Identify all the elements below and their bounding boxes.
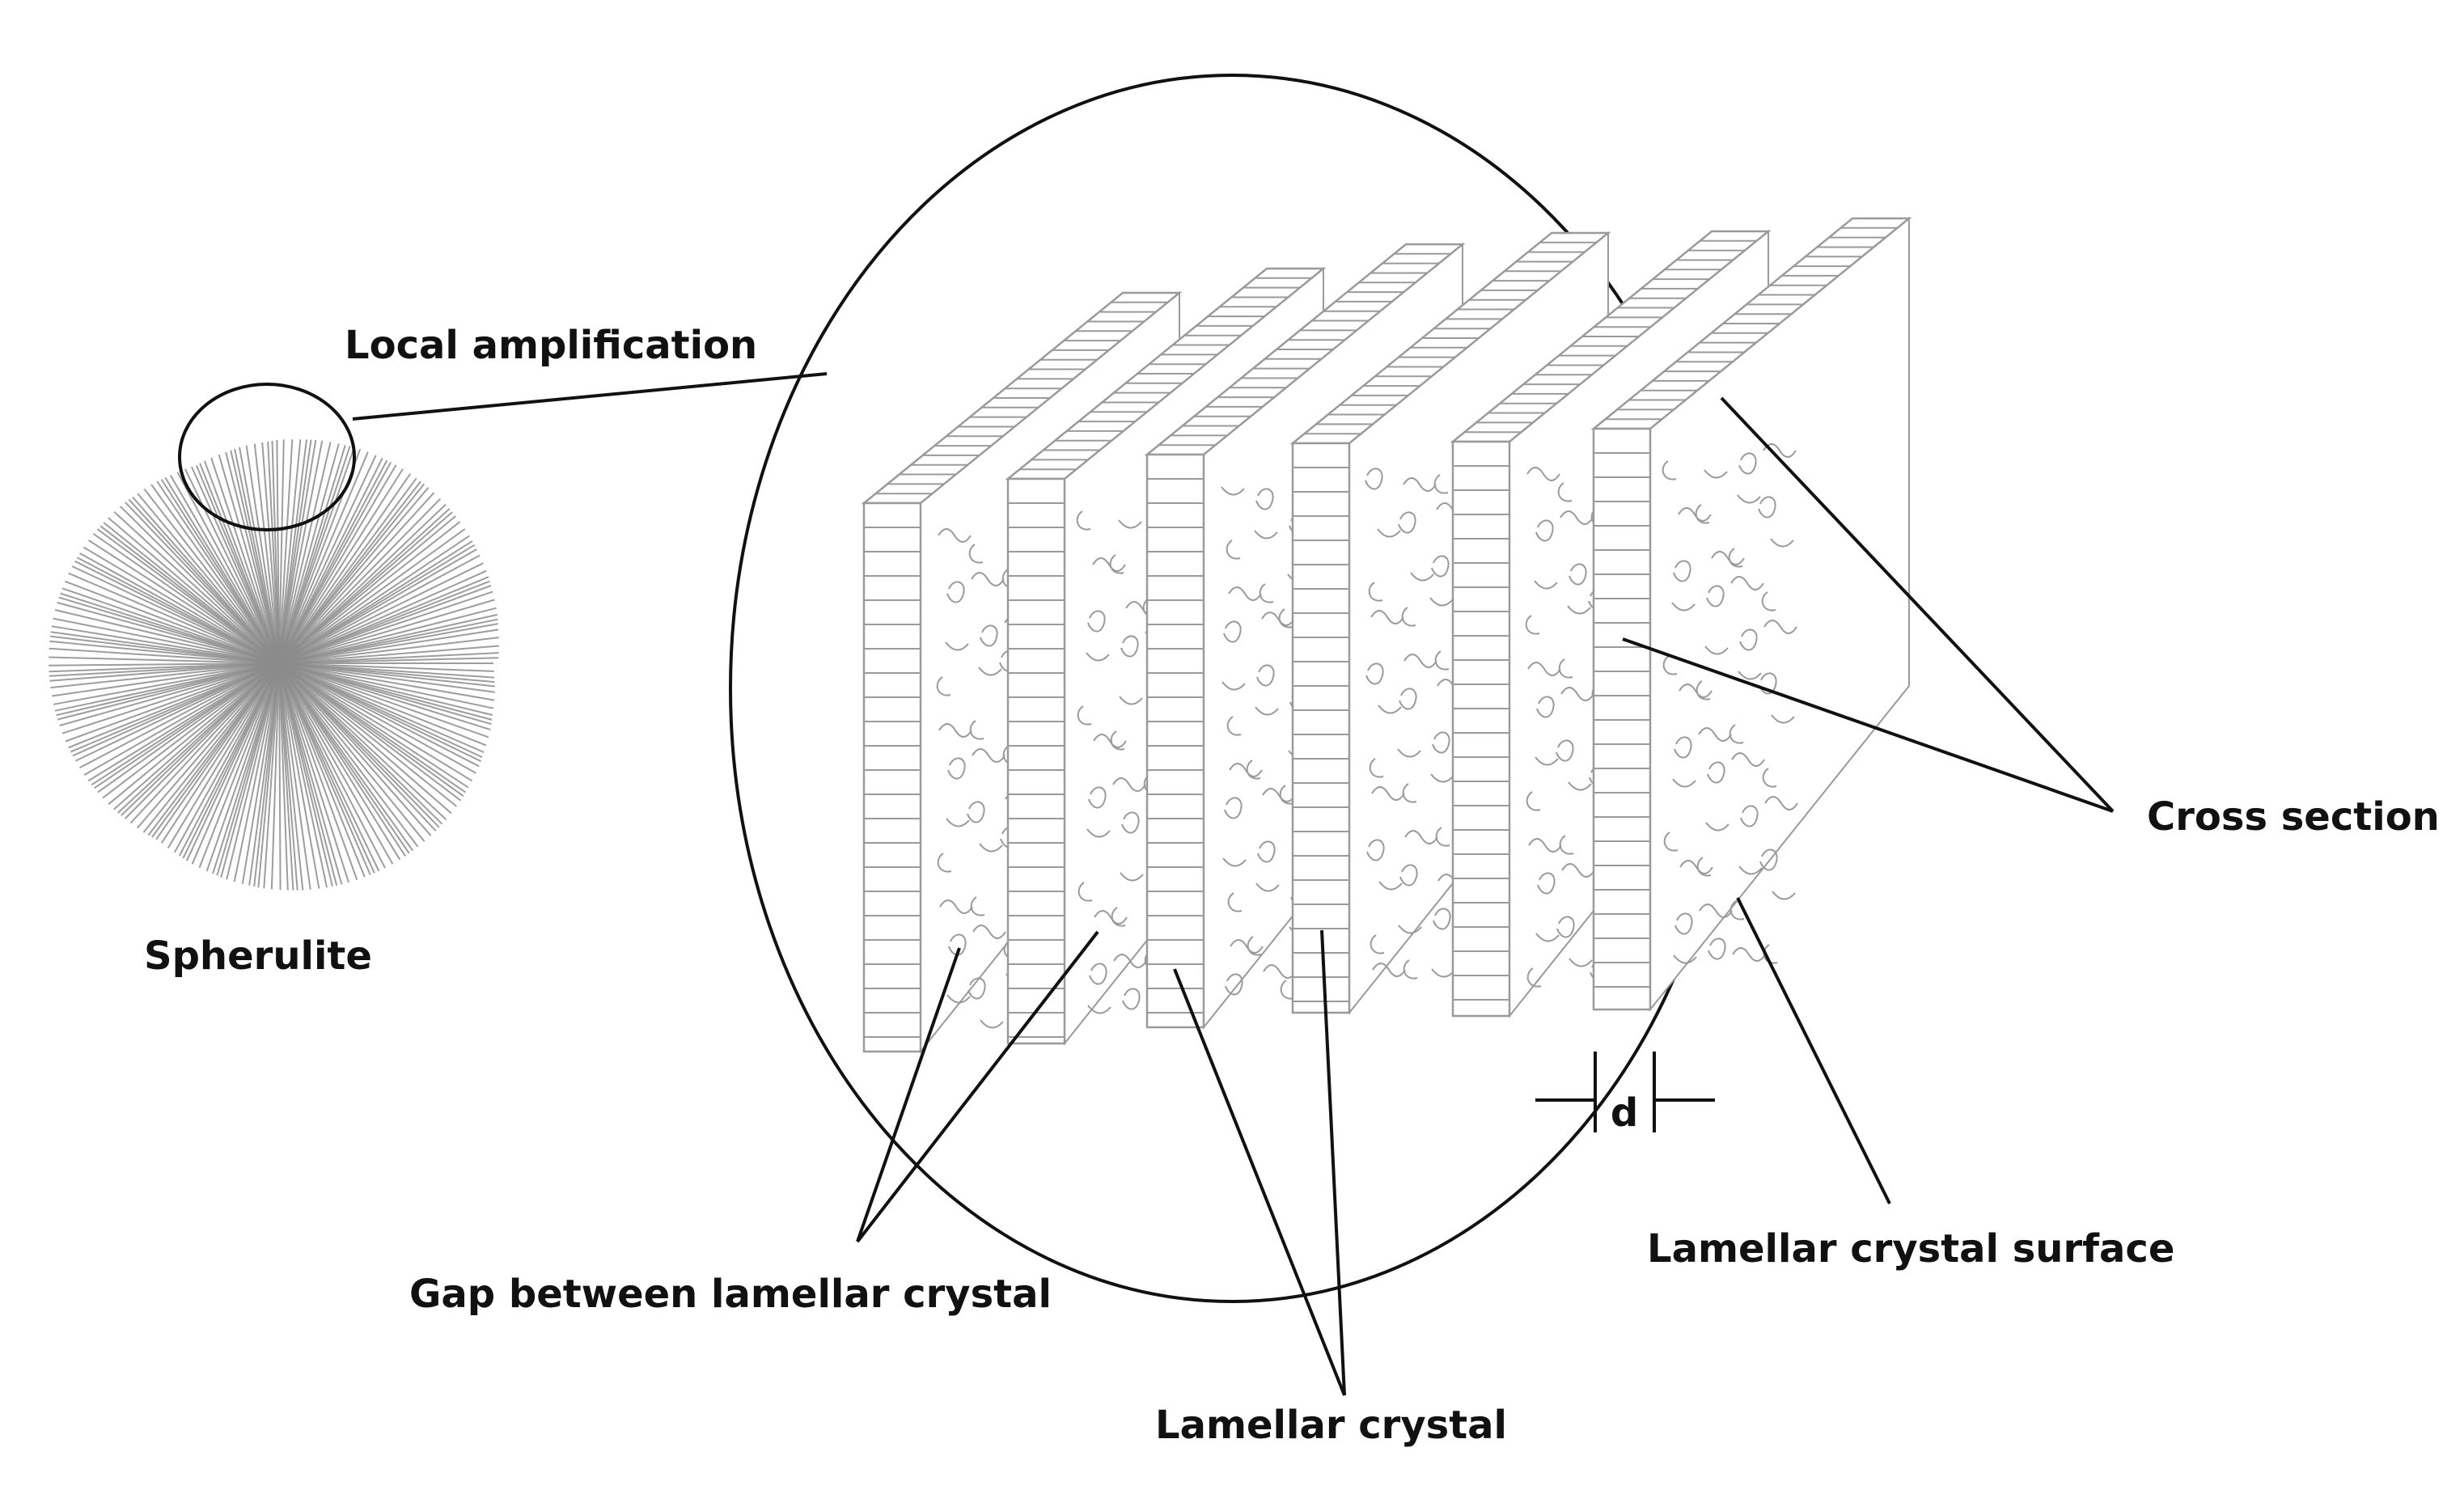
spherulite-label: Spherulite (144, 933, 372, 979)
surface-leader (1736, 897, 1891, 1204)
amplification-connector (352, 372, 828, 421)
spherulite-drawing (49, 439, 500, 891)
leader-lines (856, 396, 2115, 1396)
cross-section-leader-mid (1622, 637, 2114, 813)
lamellar-leader-1 (1173, 968, 1346, 1396)
gap-between-label: Gap between lamellar crystal (409, 1272, 1052, 1317)
cross-section-leader-top (1720, 396, 2115, 813)
gap-leader-2 (856, 930, 1099, 1243)
local-amplification-label: Local amplification (345, 323, 757, 368)
lamellar-crystal-label: Lamellar crystal (1155, 1403, 1507, 1448)
spacing-marker (1535, 1052, 1715, 1132)
local-amplification-circle (178, 383, 356, 531)
lamellar-leader-2 (1320, 929, 1346, 1396)
gap-leader-1 (856, 947, 961, 1242)
lamellae-stack (861, 216, 1912, 1054)
lamellar-crystal-surface-label: Lamellar crystal surface (1647, 1226, 2174, 1272)
cross-section-label: Cross section (2147, 794, 2440, 840)
spacing-label: d (1611, 1090, 1638, 1136)
